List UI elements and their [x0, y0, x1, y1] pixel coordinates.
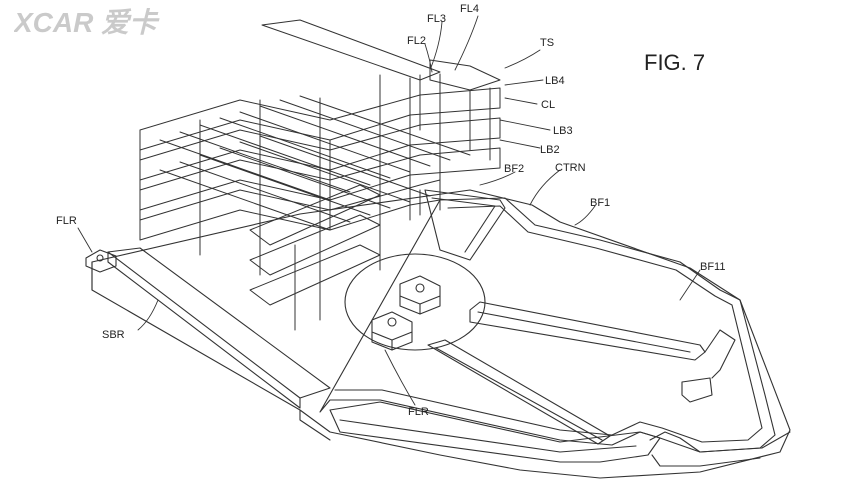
- channel-bf11-inner: [477, 311, 691, 353]
- label-ctrn: CTRN: [555, 162, 586, 174]
- label-ts: TS: [540, 37, 555, 49]
- base-plate-edge: [91, 261, 331, 441]
- detail-circle-ctrn: [344, 253, 486, 351]
- connector-flr-left: [85, 249, 117, 273]
- label-flr-bottom: FLR: [408, 406, 429, 418]
- leader-lines: [77, 15, 701, 406]
- channel-bf11-end: [681, 377, 713, 403]
- label-lb4: LB4: [545, 75, 565, 87]
- label-bf2: BF2: [504, 163, 525, 175]
- label-lb3: LB3: [553, 125, 573, 137]
- figure-title: FIG. 7: [644, 50, 706, 75]
- label-bf11: BF11: [700, 261, 726, 273]
- svg-text:XCAR 爱卡: XCAR 爱卡: [14, 7, 160, 38]
- watermark-logo: XCAR 爱卡: [14, 7, 160, 38]
- channel-bf11: [469, 301, 706, 361]
- side-frame-left: [107, 247, 331, 399]
- lower-box: [329, 401, 661, 463]
- connector-upper: [399, 275, 441, 305]
- label-fl2: FL2: [407, 35, 426, 47]
- label-lb2: LB2: [540, 144, 560, 156]
- side-frame-left-wall: [107, 251, 301, 409]
- label-fl4: FL4: [460, 3, 479, 15]
- tray-stack: [139, 19, 501, 331]
- battery-frame-bf2: [424, 189, 506, 261]
- label-fl3: FL3: [427, 13, 446, 25]
- label-sbr: SBR: [102, 329, 125, 341]
- right-corner-step: [649, 431, 791, 453]
- label-flr-left: FLR: [56, 215, 77, 227]
- channel-lower: [427, 339, 611, 445]
- label-bf1: BF1: [590, 197, 611, 209]
- base-plate-outline: [91, 189, 791, 479]
- label-cl: CL: [541, 99, 556, 111]
- battery-frame-bf1-inner: [334, 205, 763, 443]
